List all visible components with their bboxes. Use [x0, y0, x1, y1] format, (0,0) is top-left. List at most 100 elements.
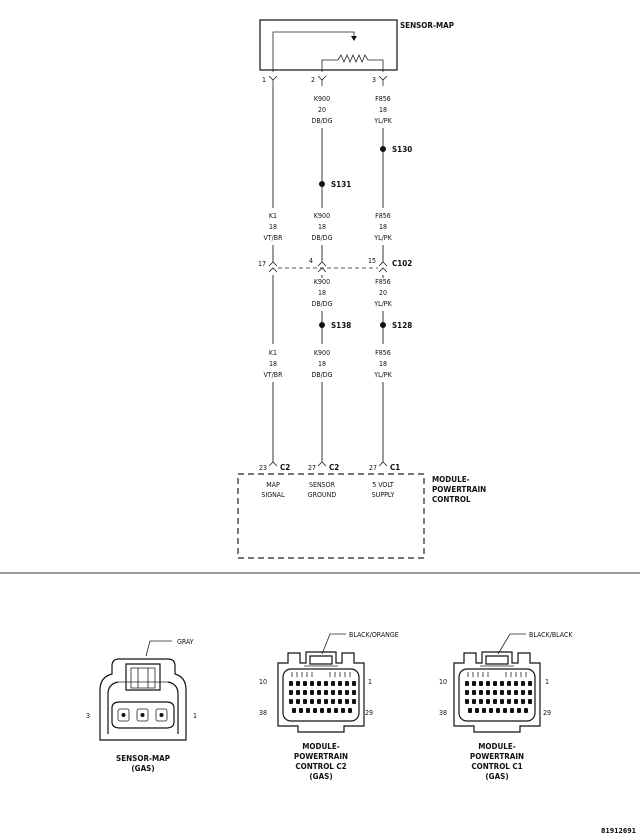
svg-text:18: 18	[269, 360, 277, 368]
svg-text:F856: F856	[375, 95, 391, 103]
svg-text:DB/DG: DB/DG	[311, 300, 332, 308]
sensor-view-pin-3: 3	[86, 712, 90, 720]
svg-text:DB/DG: DB/DG	[311, 234, 332, 242]
figure-id: 81912691	[601, 827, 636, 835]
sensor-pin-1: 1	[262, 76, 266, 84]
wire-label-k1-mid: K1 18 VT/BR	[264, 212, 284, 242]
svg-text:27: 27	[308, 464, 316, 472]
connector-view-sensor-map: GRAY 3 1 SENSOR-MAP (GAS)	[86, 638, 197, 773]
svg-text:VT/BR: VT/BR	[264, 371, 284, 379]
svg-text:20: 20	[318, 106, 326, 114]
wire-label-k900-bot: K900 18 DB/DG	[311, 349, 332, 379]
connector-c102: 17 4 15 C102	[258, 257, 412, 273]
c1-view-color-label: BLACK/BLACK	[529, 631, 573, 639]
svg-text:K900: K900	[314, 278, 330, 286]
svg-text:18: 18	[379, 360, 387, 368]
svg-text:F856: F856	[375, 278, 391, 286]
sensor-map-component: SENSOR-MAP 1 2 3	[259, 19, 454, 86]
svg-text:K1: K1	[269, 212, 277, 220]
svg-text:K900: K900	[314, 349, 330, 357]
connector-view-pcm-c2: BLACK/ORANGE 10 1 38 29 MODULE- POWERTRA…	[259, 631, 399, 781]
pcm-name-line1: MODULE-	[432, 475, 470, 484]
svg-text:C1: C1	[390, 463, 400, 472]
svg-text:SIGNAL: SIGNAL	[261, 491, 285, 499]
svg-text:DB/DG: DB/DG	[311, 371, 332, 379]
splice-s128: S128	[380, 321, 412, 330]
c2-view-pin-38: 38	[259, 709, 267, 717]
black-black-leader-line	[497, 633, 526, 655]
c1-view-caption-3: CONTROL C1	[471, 762, 522, 771]
svg-text:K1: K1	[269, 349, 277, 357]
pcm-module: MODULE- POWERTRAIN CONTROL 23 C2 MAP SIG…	[237, 461, 486, 559]
svg-text:C2: C2	[280, 463, 290, 472]
svg-text:YL/PK: YL/PK	[373, 300, 392, 308]
c1-view-caption-2: POWERTRAIN	[470, 752, 524, 761]
svg-text:SENSOR: SENSOR	[309, 481, 336, 489]
c1-view-pin-29: 29	[543, 709, 551, 717]
svg-text:S130: S130	[392, 145, 412, 154]
svg-text:MAP: MAP	[266, 481, 280, 489]
svg-text:20: 20	[379, 289, 387, 297]
svg-text:18: 18	[318, 289, 326, 297]
splice-s131: S131	[319, 180, 351, 189]
sensor-pin-labels: 1 2 3	[262, 76, 376, 84]
sensor-pin-2: 2	[311, 76, 315, 84]
c1-view-caption-1: MODULE-	[478, 742, 516, 751]
c2-view-color-label: BLACK/ORANGE	[349, 631, 399, 639]
c2-view-caption-3: CONTROL C2	[295, 762, 346, 771]
wire-label-k900-mid: K900 18 DB/DG	[311, 212, 332, 242]
c1-view-pin-38: 38	[439, 709, 447, 717]
svg-text:27: 27	[369, 464, 377, 472]
svg-text:K900: K900	[314, 212, 330, 220]
wire-label-f856-mid: F856 18 YL/PK	[373, 212, 392, 242]
sensor-pin-terminals	[268, 75, 388, 86]
wire-label-k900-top: K900 20 DB/DG	[311, 95, 332, 125]
sensor-pin-3: 3	[372, 76, 376, 84]
c2-view-caption-2: POWERTRAIN	[294, 752, 348, 761]
sensor-view-color-label: GRAY	[177, 638, 194, 646]
c2-view-caption-1: MODULE-	[302, 742, 340, 751]
svg-text:F856: F856	[375, 212, 391, 220]
c102-pin-4: 4	[309, 257, 313, 265]
pcm-name-line2: POWERTRAIN	[432, 485, 486, 494]
wire-label-f856-bot: F856 18 YL/PK	[373, 349, 392, 379]
svg-text:YL/PK: YL/PK	[373, 117, 392, 125]
svg-text:S128: S128	[392, 321, 412, 330]
c2-view-pin-1: 1	[368, 678, 372, 686]
svg-text:S138: S138	[331, 321, 351, 330]
svg-text:18: 18	[318, 223, 326, 231]
svg-text:C2: C2	[329, 463, 339, 472]
c102-pin-17: 17	[258, 260, 266, 268]
black-orange-leader-line	[321, 633, 346, 655]
c2-view-pin-29: 29	[365, 709, 373, 717]
c1-view-caption-4: (GAS)	[485, 772, 508, 781]
splice-s138: S138	[319, 321, 351, 330]
pcm-name-line3: CONTROL	[432, 495, 471, 504]
svg-text:DB/DG: DB/DG	[311, 117, 332, 125]
gray-leader-line	[145, 640, 172, 657]
svg-text:YL/PK: YL/PK	[373, 234, 392, 242]
sensor-view-caption-2: (GAS)	[131, 764, 154, 773]
c2-view-pin-10: 10	[259, 678, 267, 686]
svg-text:5 VOLT: 5 VOLT	[372, 481, 394, 489]
c102-label: C102	[392, 259, 412, 268]
pcm-pin-27-c1: 27 C1 5 VOLT SUPPLY	[369, 461, 400, 499]
svg-text:SUPPLY: SUPPLY	[372, 491, 395, 499]
splice-s130: S130	[380, 145, 412, 154]
svg-text:YL/PK: YL/PK	[373, 371, 392, 379]
svg-text:18: 18	[379, 106, 387, 114]
c1-view-pin-1: 1	[545, 678, 549, 686]
connector-view-pcm-c1: BLACK/BLACK 10 1 38 29 MODULE- POWERTRAI…	[439, 631, 573, 781]
sensor-view-pin-1: 1	[193, 712, 197, 720]
svg-text:S131: S131	[331, 180, 351, 189]
svg-text:18: 18	[318, 360, 326, 368]
wire-label-k1-bot: K1 18 VT/BR	[264, 349, 284, 379]
wire-label-f856-low: F856 20 YL/PK	[373, 278, 392, 308]
pcm-pin-23: 23 C2 MAP SIGNAL	[259, 461, 290, 499]
pcm-pin-27-c2: 27 C2 SENSOR GROUND	[308, 461, 339, 499]
svg-text:18: 18	[379, 223, 387, 231]
svg-text:18: 18	[269, 223, 277, 231]
c102-pin-15: 15	[368, 257, 376, 265]
c1-view-pin-10: 10	[439, 678, 447, 686]
